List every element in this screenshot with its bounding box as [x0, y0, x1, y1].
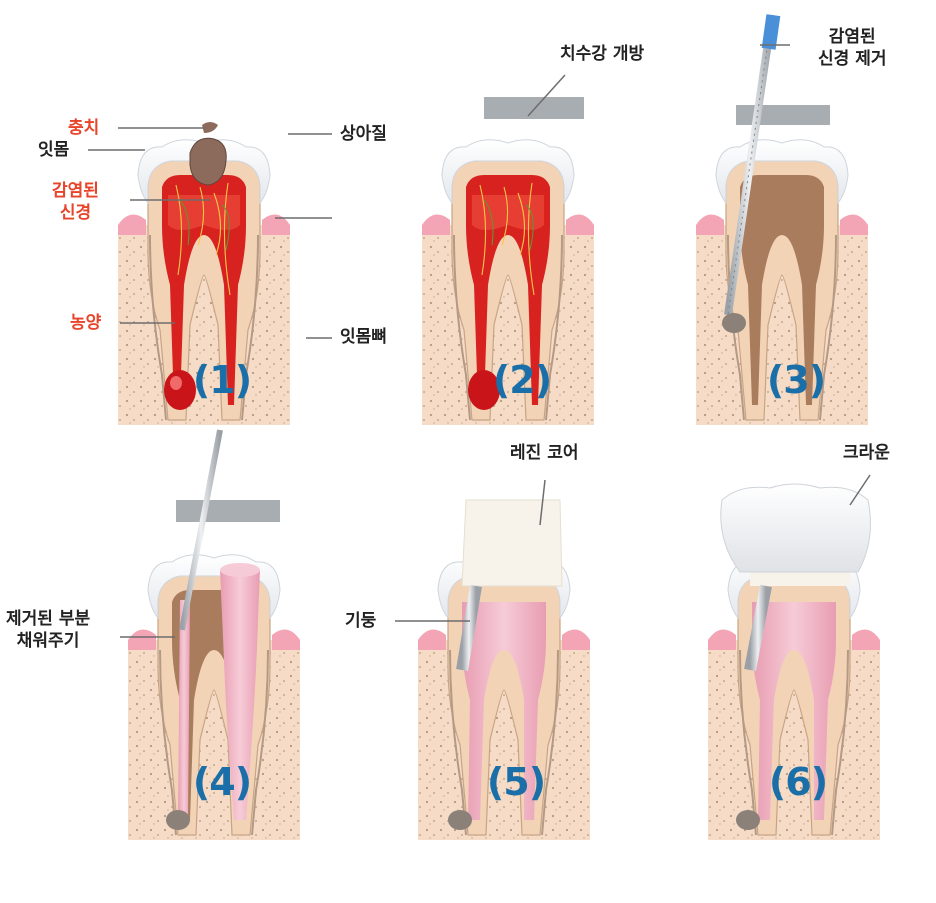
canal-filling-illustration	[127, 429, 301, 841]
infected-nerve-label: 감염된 신경	[52, 181, 99, 223]
step-number-3: (3)	[766, 358, 826, 402]
crown-illustration	[707, 483, 881, 841]
opened-pulp-illustration	[421, 97, 595, 427]
jawbone-label: 잇몸뼈	[340, 327, 387, 347]
post-and-core-illustration	[417, 499, 591, 841]
step-number-2: (2)	[492, 358, 552, 402]
step-3-panel	[688, 14, 936, 488]
step-5-panel	[410, 490, 722, 903]
step-2-panel	[414, 75, 726, 488]
step-6-panel	[700, 483, 936, 903]
fill-removed-label: 제거된 부분 채워주기	[6, 609, 91, 651]
step-number-6: (6)	[768, 760, 828, 804]
step-number-1: (1)	[192, 358, 252, 402]
nerve-removal-label: 감염된 신경 제거	[818, 27, 887, 69]
pulp-opening-label: 치수강 개방	[560, 44, 645, 64]
abscess-label: 농양	[70, 313, 102, 333]
cavity-label: 충치	[68, 118, 100, 138]
step-4-panel	[120, 429, 432, 903]
gum-label: 잇몸	[38, 140, 70, 160]
step-number-5: (5)	[486, 760, 546, 804]
crown-label: 크라운	[843, 443, 890, 463]
post-label: 기둥	[345, 611, 377, 631]
infected-tooth-illustration	[117, 122, 291, 427]
enamel-label: 상아질	[340, 124, 387, 144]
resin-core-label: 레진 코어	[510, 443, 579, 463]
nerve-removal-illustration	[695, 14, 869, 427]
step-1-panel	[110, 75, 422, 488]
step-number-4: (4)	[192, 760, 252, 804]
